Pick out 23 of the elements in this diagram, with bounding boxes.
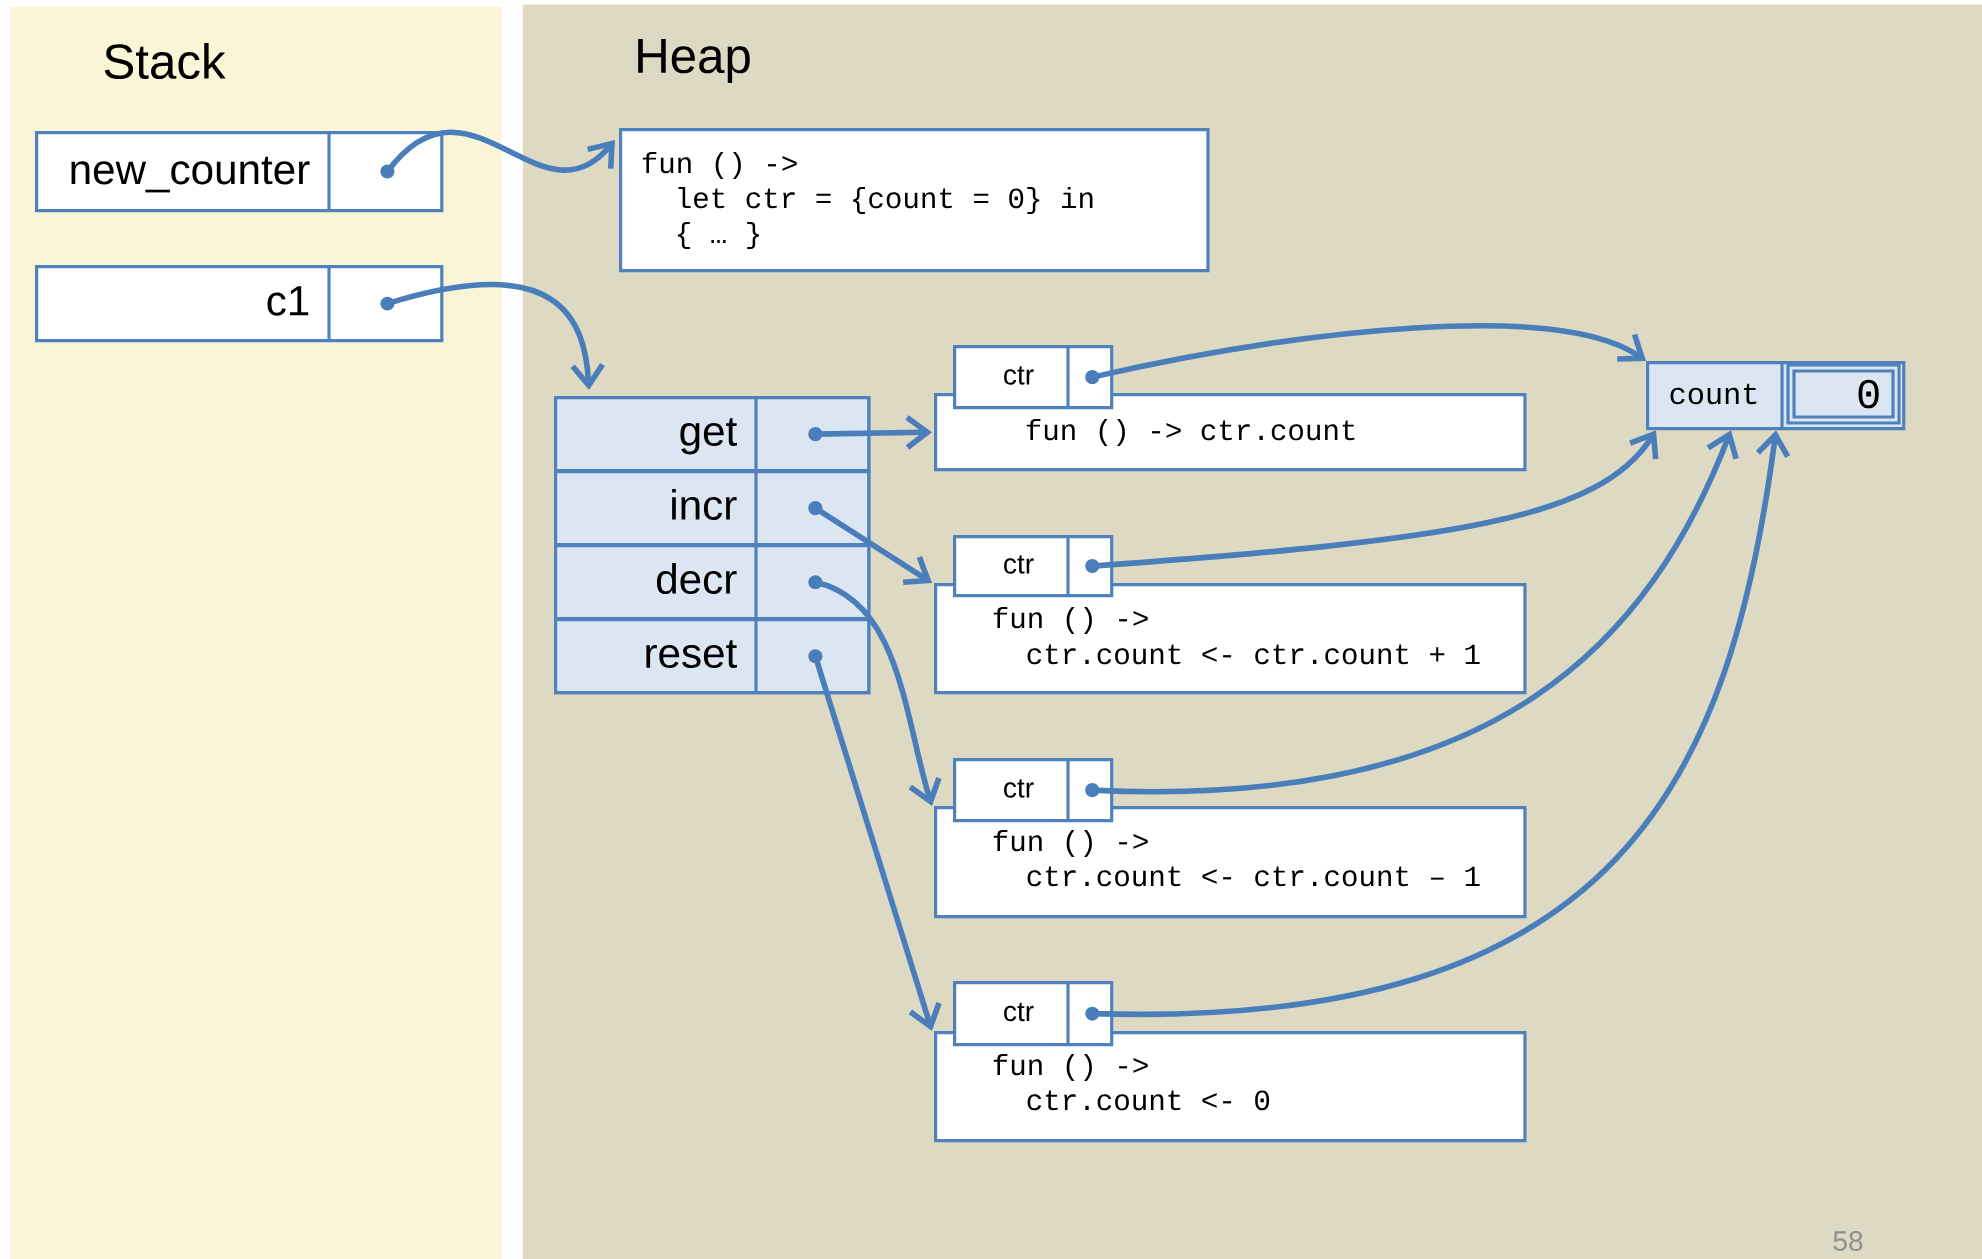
field-row: incr [554,470,871,547]
closure-env-box: ctr [953,981,1114,1047]
record-box: count 0 [1646,361,1906,431]
closure-env-box: ctr [953,758,1114,823]
variable-box: c1 [35,265,444,343]
arrow [1085,323,1647,385]
field-row: decr [554,544,871,621]
closure-env-box: ctr [953,535,1114,598]
field-row: reset [554,618,871,695]
arrow [380,129,615,179]
page-number: 58 [1833,1231,1863,1251]
variable-box: new_counter [35,131,444,213]
code-box: fun () -> let ctr = {count = 0} in { … } [619,128,1210,273]
arrow [808,575,942,807]
arrow [380,281,605,391]
arrow [808,415,933,450]
arrow [1085,430,1739,798]
arrow [808,501,932,586]
field-row: get [554,396,871,473]
arrow [808,649,942,1032]
closure-env-box: ctr [953,345,1114,410]
arrow [1085,430,1791,1021]
arrow [1085,430,1659,574]
